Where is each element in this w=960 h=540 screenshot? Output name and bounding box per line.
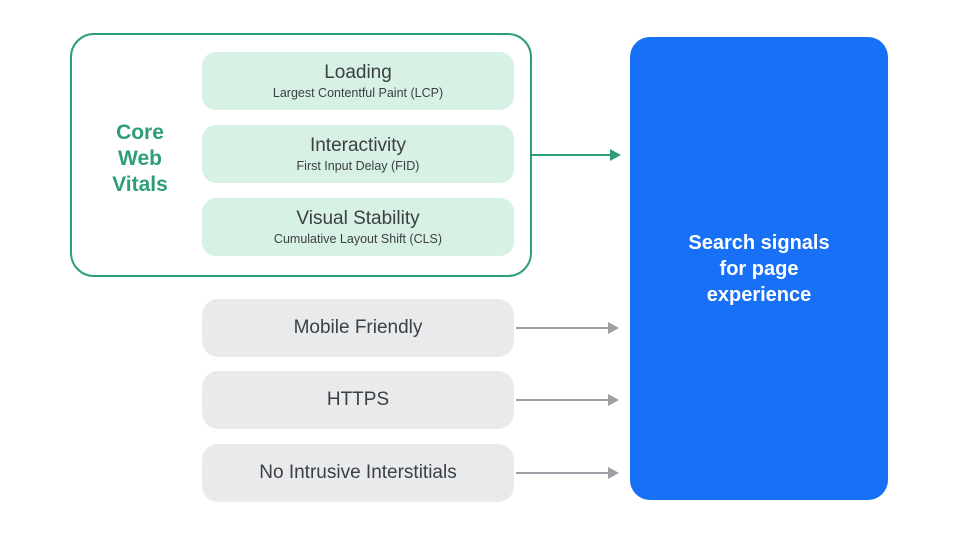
cwv-item-visual-stability-title: Visual Stability <box>296 207 420 229</box>
search-signals-result-label: Search signals for page experience <box>688 231 830 306</box>
cwv-item-loading-subtitle: Largest Contentful Paint (LCP) <box>272 85 444 100</box>
signal-https-label: HTTPS <box>326 389 390 410</box>
signal-no-intrusive-interstitials-label: No Intrusive Interstitials <box>259 462 457 483</box>
https-arrow <box>516 394 619 406</box>
signal-mobile-friendly-label: Mobile Friendly <box>293 317 423 338</box>
cwv-item-visual-stability: Visual Stability Cumulative Layout Shift… <box>202 198 514 256</box>
cwv-item-visual-stability-subtitle: Cumulative Layout Shift (CLS) <box>273 231 443 246</box>
signal-mobile-friendly: Mobile Friendly <box>202 299 514 357</box>
no-intrusive-interstitials-arrow <box>516 467 619 479</box>
cwv-item-loading-title: Loading <box>324 61 392 83</box>
mobile-friendly-arrow <box>516 322 619 334</box>
core-web-vitals-label: Core Web Vitals <box>112 121 168 196</box>
search-signals-result-box: Search signals for page experience <box>630 37 888 500</box>
cwv-item-interactivity-title: Interactivity <box>309 134 407 156</box>
signal-https: HTTPS <box>202 371 514 429</box>
cwv-item-interactivity: Interactivity First Input Delay (FID) <box>202 125 514 183</box>
signal-no-intrusive-interstitials: No Intrusive Interstitials <box>202 444 514 502</box>
cwv-item-interactivity-subtitle: First Input Delay (FID) <box>296 158 420 173</box>
cwv-item-loading: Loading Largest Contentful Paint (LCP) <box>202 52 514 110</box>
cwv-arrow <box>532 149 621 161</box>
